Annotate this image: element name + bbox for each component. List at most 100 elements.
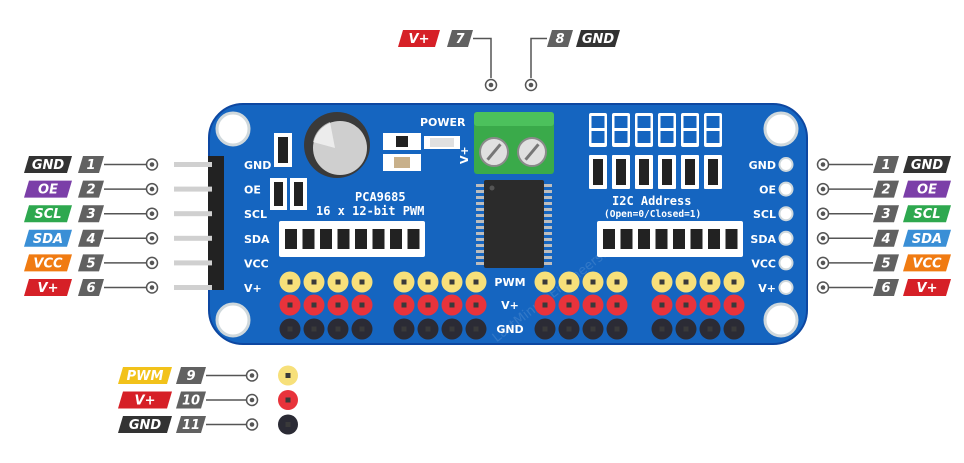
bottom-pin-label-text: GND	[129, 418, 162, 433]
left-pin-number: 2	[78, 180, 104, 198]
chip-desc-label: 16 x 12-bit PWM	[316, 204, 424, 218]
right-pin-label-text: VCC	[912, 256, 942, 271]
i2c-address-jumpers: I2C Address (Open=0/Closed=1)	[589, 113, 722, 220]
right-silk-label: V+	[758, 282, 776, 295]
bottom-pin-number: 11	[176, 416, 206, 433]
i2c-address-subtitle: (Open=0/Closed=1)	[604, 209, 701, 220]
right-pin-label-text: V+	[917, 281, 938, 296]
top-terminal-number: 7	[447, 30, 473, 47]
left-silk-label: OE	[244, 184, 261, 197]
top-terminal-label-text: GND	[582, 32, 615, 47]
left-pin-number-text: 6	[86, 281, 95, 296]
left-pin-label: VCC	[24, 254, 72, 272]
left-pin-label: V+	[24, 279, 72, 296]
bottom-pin-label-text: V+	[135, 394, 156, 409]
right-pin-label: V+	[903, 279, 951, 296]
left-pin-number: 5	[78, 254, 104, 272]
right-board-pin	[778, 181, 794, 197]
left-silk-label: V+	[244, 282, 262, 295]
right-pin-number-text: 4	[880, 232, 890, 247]
left-silk-label: VCC	[244, 257, 269, 270]
mounting-hole-bottom-left	[215, 302, 251, 338]
mounting-hole-top-left	[215, 111, 251, 147]
right-silk-label: SCL	[753, 208, 776, 221]
right-pin-label: SDA	[903, 229, 951, 247]
left-pin-number-text: 1	[86, 158, 95, 173]
chip-name-label: PCA9685	[355, 190, 406, 204]
right-pin-number-text: 3	[881, 207, 890, 222]
right-pin-label-text: GND	[911, 158, 944, 173]
bottom-pin-label: PWM	[118, 367, 172, 384]
bottom-pin-number-text: 9	[186, 369, 195, 384]
left-pin-label-text: OE	[38, 183, 58, 198]
left-pin-label: GND	[24, 156, 72, 173]
top-terminal-label: V+	[398, 30, 440, 47]
right-silk-label: GND	[749, 159, 776, 172]
power-label: POWER	[420, 116, 466, 129]
top-terminal-label: GND	[576, 30, 620, 47]
right-silk-label: OE	[759, 184, 776, 197]
right-pin-number: 1	[873, 156, 899, 173]
left-pin-number: 1	[78, 156, 104, 173]
right-board-pin	[778, 280, 794, 295]
top-terminal-callouts: V+ 7 8 GND	[398, 30, 620, 92]
left-silk-label: SDA	[244, 233, 270, 246]
right-pin-gnd: 1 GND	[816, 156, 951, 173]
right-pin-number: 6	[873, 279, 899, 296]
i2c-address-title: I2C Address	[612, 194, 691, 208]
right-pin-label: GND	[903, 156, 951, 173]
servo-header-rows	[279, 271, 745, 340]
smd-components-left	[270, 133, 307, 210]
left-pin-label-text: SDA	[33, 232, 63, 247]
left-pin-number: 3	[78, 205, 104, 223]
right-pin-label-text: OE	[917, 183, 937, 198]
left-pin-label-text: V+	[38, 281, 59, 296]
right-pin-number-text: 5	[881, 256, 890, 271]
right-pin-number: 4	[873, 229, 899, 247]
bottom-pin-label: V+	[118, 391, 172, 409]
header-row-label: V+	[501, 299, 519, 312]
left-header-pin	[174, 285, 212, 290]
pca9685-board: LastMinuteEngineers.com POWER	[208, 103, 808, 346]
header-row-label: GND	[496, 323, 523, 336]
left-header-pin	[174, 260, 212, 266]
header-row-label: PWM	[494, 276, 525, 289]
left-pin-number: 4	[78, 229, 104, 247]
right-pin-number-text: 2	[881, 183, 890, 198]
right-pin-number: 2	[873, 180, 899, 198]
left-pin-sda: SDA 4	[24, 229, 212, 247]
bottom-pin-number-text: 11	[182, 418, 200, 433]
right-pin-number-text: 1	[881, 158, 890, 173]
left-pin-number-text: 4	[85, 232, 95, 247]
terminal-vplus-label: V+	[458, 146, 471, 164]
right-pin-number-text: 6	[881, 281, 890, 296]
mounting-hole-bottom-right	[763, 302, 799, 338]
header-row-labels: PWM V+ GND	[494, 276, 525, 336]
right-pin-number: 3	[873, 205, 899, 223]
power-led: POWER	[383, 116, 466, 171]
top-terminal-number-text: 8	[555, 32, 564, 47]
left-header-pin	[174, 235, 212, 241]
right-board-pin	[778, 230, 794, 246]
bottom-pin-gnd: GND 11	[118, 414, 298, 435]
left-pin-label: OE	[24, 180, 72, 198]
right-pin-vcc: 5 VCC	[816, 254, 951, 272]
resistor-array-left	[279, 221, 425, 257]
top-terminal-gnd: 8 GND	[524, 30, 620, 92]
left-pin-oe: OE 2	[24, 180, 212, 198]
left-pin-label-text: VCC	[33, 256, 63, 271]
left-pin-gnd: GND 1	[24, 156, 212, 173]
left-header-pin	[174, 162, 212, 167]
right-silk-label: SDA	[750, 233, 776, 246]
right-pin-vplus: 6 V+	[816, 279, 951, 296]
bottom-pin-pwm: PWM 9	[118, 365, 298, 386]
left-header-pin	[174, 211, 212, 217]
right-pin-label-text: SCL	[913, 207, 940, 222]
left-silk-label: GND	[244, 159, 271, 172]
bottom-pin-vplus: V+10	[118, 390, 298, 410]
right-pin-label-text: SDA	[912, 232, 942, 247]
